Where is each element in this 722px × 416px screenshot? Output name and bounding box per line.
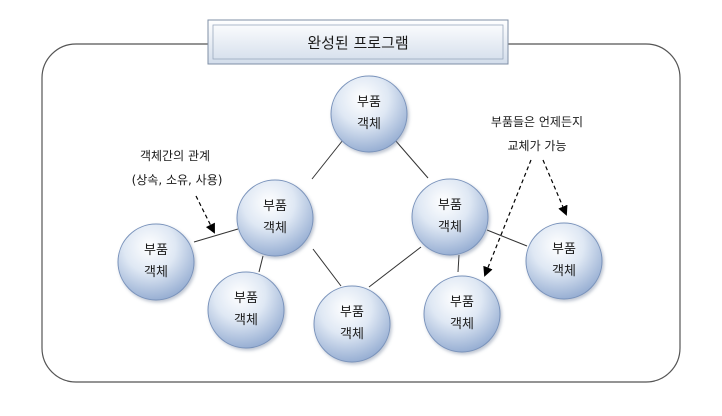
node-bottom-right: 부품 객체 bbox=[423, 275, 501, 353]
connections bbox=[193, 139, 528, 288]
node-label: 부품 bbox=[263, 199, 287, 214]
connection-midleft-bottomleft bbox=[258, 255, 264, 273]
node-label: 객체 bbox=[263, 221, 287, 236]
replaceable-note-line2: 교체가 가능 bbox=[507, 139, 566, 153]
node-label: 부품 bbox=[144, 243, 168, 258]
relationship-note-line2: (상속, 소유, 사용) bbox=[132, 173, 223, 187]
connection-midleft-bottomcenter bbox=[312, 248, 342, 287]
node-label: 객체 bbox=[438, 220, 462, 235]
node-label: 객체 bbox=[144, 265, 168, 280]
node-bottom-left: 부품 객체 bbox=[207, 271, 285, 349]
node-label: 부품 bbox=[357, 95, 381, 110]
node-label: 부품 bbox=[438, 198, 462, 213]
replaceable-arrow-to-right bbox=[542, 159, 568, 216]
node-label: 객체 bbox=[357, 117, 381, 132]
diagram-title: 완성된 프로그램 bbox=[307, 34, 408, 52]
node-label: 부품 bbox=[552, 242, 576, 257]
relationship-note-line1: 객체간의 관계 bbox=[140, 149, 210, 163]
node-label: 객체 bbox=[340, 327, 364, 342]
replaceable-note-line1: 부품들은 언제든지 bbox=[491, 115, 583, 129]
node-mid-right: 부품 객체 bbox=[411, 178, 489, 256]
connection-midright-bottomright bbox=[457, 254, 460, 273]
node-label: 부품 bbox=[340, 305, 364, 320]
node-label: 객체 bbox=[450, 317, 474, 332]
node-label: 객체 bbox=[552, 264, 576, 279]
connection-midright-bottomcenter bbox=[368, 246, 422, 288]
connection-top-midleft bbox=[311, 139, 344, 180]
node-mid-left: 부품 객체 bbox=[236, 179, 314, 257]
replaceable-note: 부품들은 언제든지 교체가 가능 bbox=[483, 115, 583, 277]
node-label: 부품 bbox=[234, 291, 258, 306]
relationship-note: 객체간의 관계 (상속, 소유, 사용) bbox=[132, 149, 223, 234]
title-box: 완성된 프로그램 bbox=[207, 19, 509, 65]
node-top: 부품 객체 bbox=[330, 75, 408, 153]
connection-midright-farright bbox=[486, 229, 528, 247]
node-far-left: 부품 객체 bbox=[117, 223, 195, 301]
node-bottom-center: 부품 객체 bbox=[313, 285, 391, 363]
node-label: 부품 bbox=[450, 295, 474, 310]
node-label: 객체 bbox=[234, 313, 258, 328]
connection-midleft-farleft bbox=[193, 228, 239, 243]
connection-top-midright bbox=[394, 139, 429, 179]
node-far-right: 부품 객체 bbox=[525, 222, 603, 300]
